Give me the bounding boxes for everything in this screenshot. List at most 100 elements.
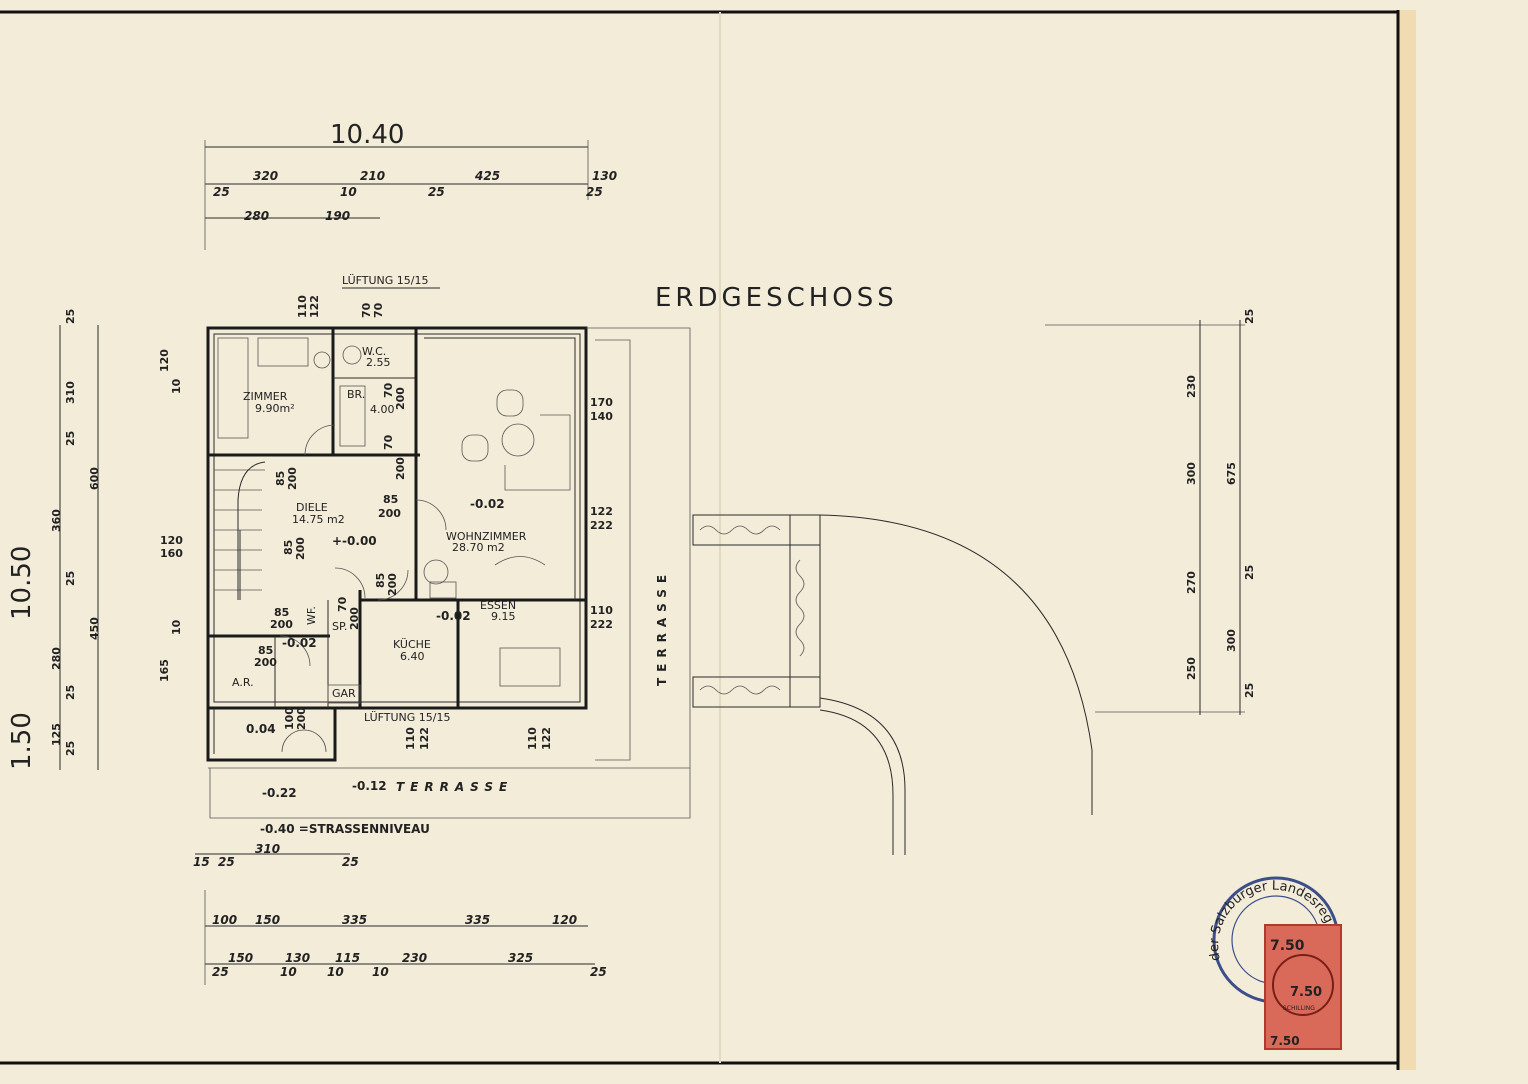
open-wohn-222: 222 <box>590 519 613 532</box>
bottom-dim-10c: 10 <box>372 965 389 979</box>
right-dim-25b: 25 <box>1243 565 1256 580</box>
room-wf-name: WF. <box>305 606 318 625</box>
lueftung-bottom-label: LÜFTUNG 15/15 <box>364 711 451 724</box>
bottom-dim-10b: 10 <box>327 965 344 979</box>
room-essen-name: ESSEN <box>480 599 516 612</box>
right-dim-230: 230 <box>1185 375 1198 398</box>
outer-wall <box>206 326 588 710</box>
open-entry-100: 100 <box>283 707 296 730</box>
left-open-10a: 10 <box>170 378 183 394</box>
open-essen2-110: 110 <box>526 727 539 750</box>
open-diele-85: 85 <box>374 573 387 588</box>
open-essen-222: 222 <box>590 618 613 631</box>
garden-path-inner <box>819 697 906 855</box>
open-wohn-140: 140 <box>590 410 613 423</box>
bottom-dim-335a: 335 <box>342 913 367 927</box>
top-dim-190: 190 <box>325 209 350 223</box>
open-wohn-door-200: 200 <box>378 507 401 520</box>
open-kueche-122: 122 <box>418 727 431 750</box>
fee-currency: SCHILLING <box>1283 1005 1315 1012</box>
pergola-bottom-beam <box>692 676 821 708</box>
front-terrace <box>209 768 691 819</box>
open-top-110: 110 <box>296 295 309 318</box>
right-dim-270: 270 <box>1185 571 1198 594</box>
wohn-inner-wall <box>424 337 576 600</box>
fee-stamp-seal <box>1272 954 1334 1016</box>
left-dim-600: 600 <box>88 467 101 490</box>
left-open-120b: 120 <box>160 534 183 547</box>
open-essen2-122: 122 <box>540 727 553 750</box>
terrace-front-label: TERRASSE <box>396 780 513 794</box>
terrace-side-label: TERRASSE <box>655 569 669 686</box>
open-stair-200: 200 <box>294 537 307 560</box>
wohn-chair-2 <box>461 434 489 462</box>
garden-path-arc <box>819 514 1093 815</box>
open-wc-door-70: 70 <box>382 434 395 450</box>
right-dim-250: 250 <box>1185 657 1198 680</box>
open-stair-85: 85 <box>282 540 295 555</box>
level-diele: +-0.00 <box>332 534 377 548</box>
top-dim-280: 280 <box>244 209 269 223</box>
level-entry: 0.04 <box>246 722 276 736</box>
right-dim-300a: 300 <box>1185 462 1198 485</box>
terrace-outline <box>208 327 691 769</box>
door-swing-diele <box>334 567 366 599</box>
left-dim-125: 125 <box>50 723 63 746</box>
right-dim-25a: 25 <box>1243 309 1256 324</box>
open-sp-70: 70 <box>336 596 349 612</box>
bottom-dim-25d: 25 <box>590 965 607 979</box>
bottom-dim-150a: 150 <box>255 913 280 927</box>
left-dim-25c: 25 <box>64 571 77 586</box>
plan-title: ERDGESCHOSS <box>655 283 898 313</box>
open-ar-200: 200 <box>254 656 277 669</box>
top-dim-320: 320 <box>253 169 278 183</box>
open-wc-70b: 70 <box>372 302 385 318</box>
open-wf-200: 200 <box>270 618 293 631</box>
room-diele-name: DIELE <box>296 501 328 514</box>
open-diele-200: 200 <box>386 573 399 596</box>
fee-value-b: 7.50 <box>1290 985 1322 1000</box>
level-essen: -0.02 <box>436 609 471 623</box>
bottom-dim-25a: 25 <box>218 855 235 869</box>
open-wohn-170: 170 <box>590 396 613 409</box>
stove <box>423 559 449 585</box>
door-swing-wf <box>279 635 311 667</box>
room-wohn-name: WOHNZIMMER <box>446 530 527 543</box>
bottom-dim-230: 230 <box>402 951 427 965</box>
room-ar-name: A.R. <box>232 676 254 689</box>
open-wohn-122: 122 <box>590 505 613 518</box>
zimmer-desk <box>257 337 309 367</box>
open-zimmer-200: 200 <box>286 467 299 490</box>
pergola <box>692 514 821 708</box>
room-gar-name: GAR <box>332 687 356 700</box>
bottom-dim-130: 130 <box>285 951 310 965</box>
essen-table <box>499 647 561 687</box>
top-dim-425: 425 <box>474 169 500 183</box>
paper-fold-right <box>1398 10 1416 1070</box>
pergola-top-beam <box>692 514 821 546</box>
bottom-dim-120: 120 <box>552 913 577 927</box>
open-sp-200: 200 <box>348 607 361 630</box>
bottom-dim-15: 15 <box>193 855 210 869</box>
open-wc-70a: 70 <box>360 302 373 318</box>
building <box>206 326 691 819</box>
open-entry-200: 200 <box>295 707 308 730</box>
overall-depth: 10.50 <box>7 546 37 620</box>
room-wohn-area: 28.70 m2 <box>452 541 505 554</box>
left-dim-310: 310 <box>64 381 77 404</box>
gar-box <box>327 684 361 704</box>
room-wc-name: W.C. <box>362 345 386 358</box>
bottom-dim-335b: 335 <box>465 913 490 927</box>
top-dim-10: 10 <box>340 185 357 199</box>
bottom-dim-25c: 25 <box>212 965 229 979</box>
overall-width: 10.40 <box>330 120 404 150</box>
open-essen-110: 110 <box>590 604 613 617</box>
open-br-200: 200 <box>394 387 407 410</box>
left-dim-25a: 25 <box>64 309 77 324</box>
left-open-10b: 10 <box>170 619 183 635</box>
door-swing-wohn <box>415 499 447 531</box>
left-dim-25e: 25 <box>64 741 77 756</box>
left-open-120a: 120 <box>158 349 171 372</box>
